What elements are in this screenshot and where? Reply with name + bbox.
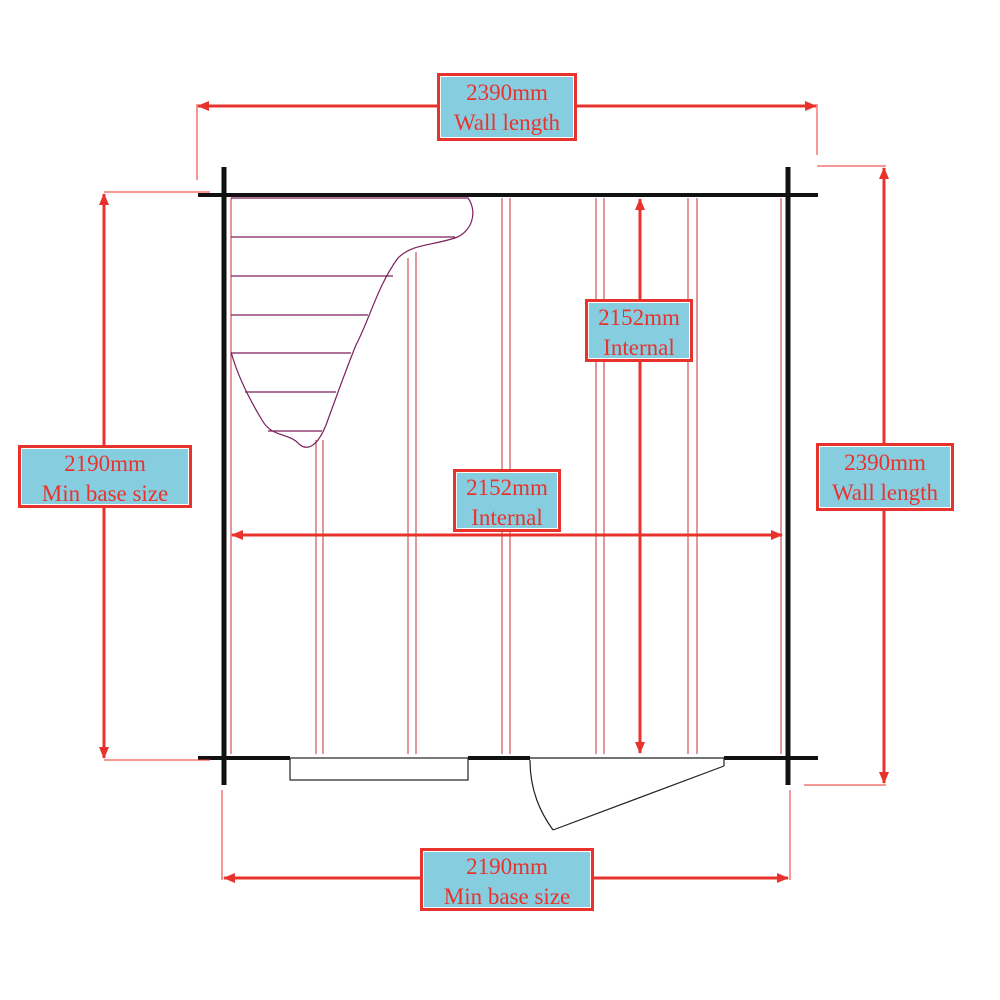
internal-vertical-label: 2152mm Internal bbox=[585, 299, 693, 362]
curved-staircase-outline bbox=[230, 197, 474, 448]
bottom-min-base-value: 2190mm bbox=[466, 854, 548, 879]
right-wall-length-value: 2390mm bbox=[844, 450, 926, 475]
top-wall-length-label: 2390mm Wall length bbox=[437, 73, 577, 141]
internal-horizontal-caption: Internal bbox=[471, 505, 543, 530]
walls bbox=[198, 167, 818, 785]
left-min-base-label: 2190mm Min base size bbox=[18, 445, 192, 508]
internal-horizontal-label: 2152mm Internal bbox=[453, 469, 561, 532]
internal-vertical-value: 2152mm bbox=[598, 305, 680, 330]
bottom-min-base-label: 2190mm Min base size bbox=[420, 848, 594, 911]
swing-door-icon bbox=[529, 757, 725, 831]
internal-horizontal-value: 2152mm bbox=[466, 475, 548, 500]
extension-lines bbox=[104, 104, 886, 880]
bottom-min-base-caption: Min base size bbox=[443, 884, 571, 909]
right-wall-length-label: 2390mm Wall length bbox=[816, 443, 954, 511]
right-wall-length-caption: Wall length bbox=[831, 480, 939, 505]
window-opening bbox=[289, 757, 469, 781]
left-min-base-value: 2190mm bbox=[64, 451, 146, 476]
top-wall-length-caption: Wall length bbox=[453, 110, 561, 135]
internal-vertical-caption: Internal bbox=[603, 335, 675, 360]
dimension-lines bbox=[99, 101, 889, 883]
left-min-base-caption: Min base size bbox=[41, 481, 169, 506]
top-wall-length-value: 2390mm bbox=[466, 80, 548, 105]
